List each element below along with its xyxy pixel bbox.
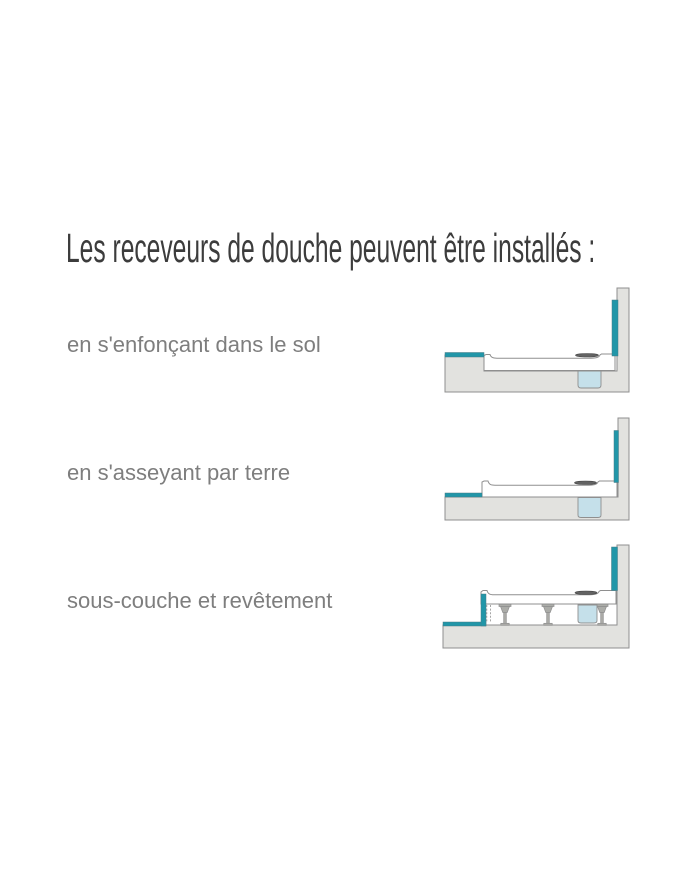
tray-foot (595, 603, 609, 626)
drain-box (577, 604, 598, 624)
row-label-recessed: en s'enfonçant dans le sol (67, 332, 321, 357)
wall-tile-strip (613, 430, 619, 483)
wall-tile-strip (611, 299, 619, 357)
drain-cover (574, 480, 597, 485)
tray-foot (541, 603, 555, 626)
floor-tile-strip (444, 352, 485, 358)
drain-box (577, 497, 602, 518)
row-label-underlay: sous-couche et revêtement (67, 588, 333, 613)
drain-cover (574, 590, 598, 595)
drain-box (577, 370, 602, 389)
tray-skirt-panel (480, 593, 487, 627)
floor-tile-strip (444, 492, 483, 498)
shower-tray (480, 590, 617, 605)
floor-and-wall-section (442, 544, 630, 649)
wall-tile-strip (611, 546, 618, 591)
row-label-sitting: en s'asseyant par terre (67, 460, 291, 485)
page-title: Les receveurs de douche peuvent être ins… (66, 225, 596, 271)
floor-tile-strip (442, 621, 487, 627)
diagram-underlay-and-covering (442, 544, 630, 649)
tray-foot (498, 603, 512, 626)
floor-and-wall-section (444, 417, 630, 521)
hidden-foot-edge (486, 605, 491, 623)
diagram-sitting-on-floor (444, 417, 630, 521)
shower-tray (481, 480, 618, 498)
shower-tray (483, 353, 616, 371)
drain-cover (575, 353, 599, 358)
diagram-recessed-into-floor (444, 287, 630, 393)
